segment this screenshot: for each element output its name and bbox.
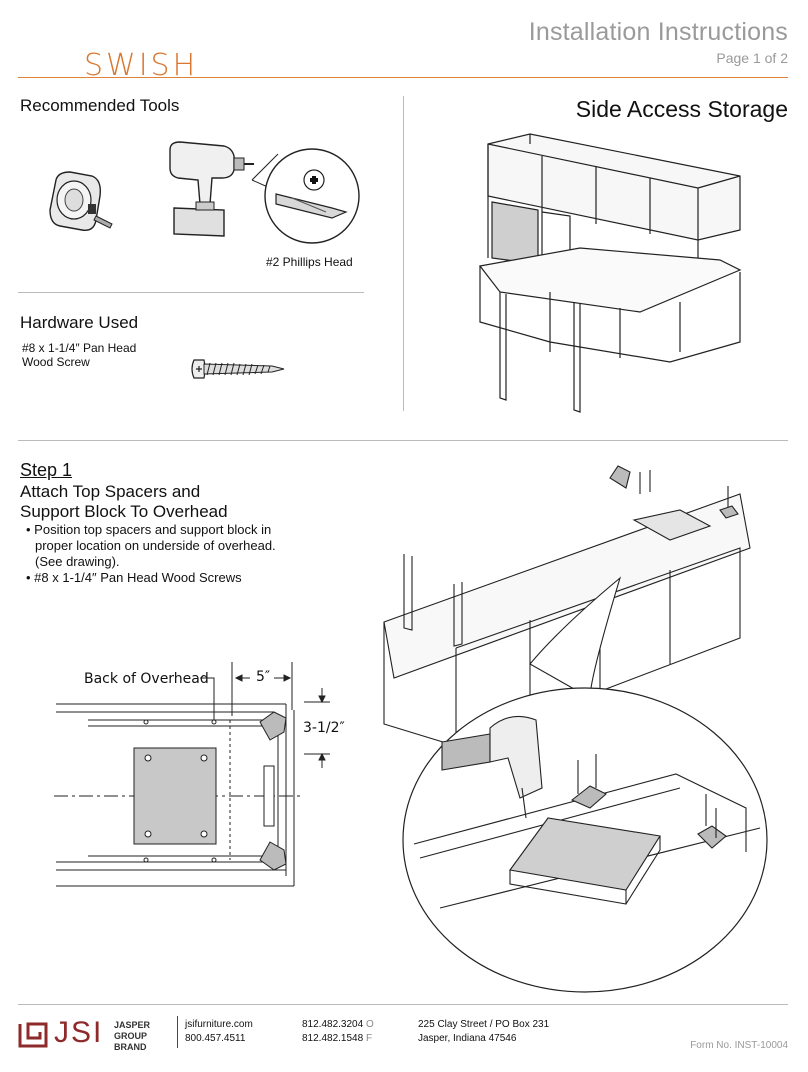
overhead-underside-illustration bbox=[383, 465, 768, 993]
screw-spec-line1: #8 x 1-1/4″ Pan Head bbox=[22, 341, 137, 355]
bullet-1-line1: Position top spacers and support block i… bbox=[34, 522, 272, 537]
back-of-overhead-label: Back of Overhead bbox=[84, 671, 209, 687]
page-indicator: Page 1 of 2 bbox=[716, 50, 788, 66]
section-divider bbox=[18, 440, 788, 441]
tape-measure-icon bbox=[49, 171, 113, 231]
overhead-plan-drawing bbox=[54, 662, 330, 887]
form-number: Form No. INST-10004 bbox=[690, 1040, 788, 1051]
step-title-line1: Attach Top Spacers and bbox=[20, 482, 201, 501]
product-title: Side Access Storage bbox=[575, 96, 788, 122]
step-title-line2: Support Block To Overhead bbox=[20, 502, 228, 521]
address-line2: Jasper, Indiana 47546 bbox=[418, 1033, 517, 1044]
bullet-1-line2: proper location on underside of overhead… bbox=[35, 538, 276, 553]
office-phone: 812.482.3204 bbox=[302, 1019, 364, 1030]
bullet-1-line3: (See drawing). bbox=[35, 554, 120, 569]
wood-screw-icon bbox=[191, 359, 285, 379]
hardware-heading: Hardware Used bbox=[20, 313, 139, 332]
website-link[interactable]: jsifurniture.com bbox=[185, 1019, 253, 1030]
cordless-drill-icon bbox=[169, 141, 254, 237]
tools-heading: Recommended Tools bbox=[20, 96, 180, 115]
workstation-illustration bbox=[478, 133, 742, 413]
screw-spec-line2: Wood Screw bbox=[22, 355, 90, 369]
footer-divider bbox=[177, 1016, 178, 1048]
vertical-divider bbox=[403, 96, 404, 411]
bullet-2-text: #8 x 1-1/4″ Pan Head Wood Screws bbox=[34, 570, 242, 585]
document-title: Installation Instructions bbox=[528, 18, 788, 46]
tools-divider bbox=[18, 292, 364, 293]
jsi-logo: JSI bbox=[54, 1016, 104, 1049]
jsi-mark-icon bbox=[18, 1022, 48, 1048]
dimension-3-5in: 3-1/2″ bbox=[303, 720, 345, 736]
step-label: Step 1 bbox=[20, 460, 73, 480]
bullet-1: • Position top spacers and support block… bbox=[26, 522, 276, 569]
jasper-group-brand: JASPER GROUP BRAND bbox=[114, 1020, 151, 1052]
fax-phone: 812.482.1548 bbox=[302, 1033, 364, 1044]
phillips-bit-icon bbox=[264, 148, 360, 244]
dimension-5in: 5″ bbox=[256, 669, 271, 685]
tollfree-phone: 800.457.4511 bbox=[185, 1033, 246, 1044]
bit-label: #2 Phillips Head bbox=[266, 255, 353, 269]
footer-rule bbox=[18, 1004, 788, 1005]
address-line1: 225 Clay Street / PO Box 231 bbox=[418, 1019, 550, 1030]
bullet-2: • #8 x 1-1/4″ Pan Head Wood Screws bbox=[26, 570, 242, 585]
header-rule bbox=[18, 77, 788, 78]
